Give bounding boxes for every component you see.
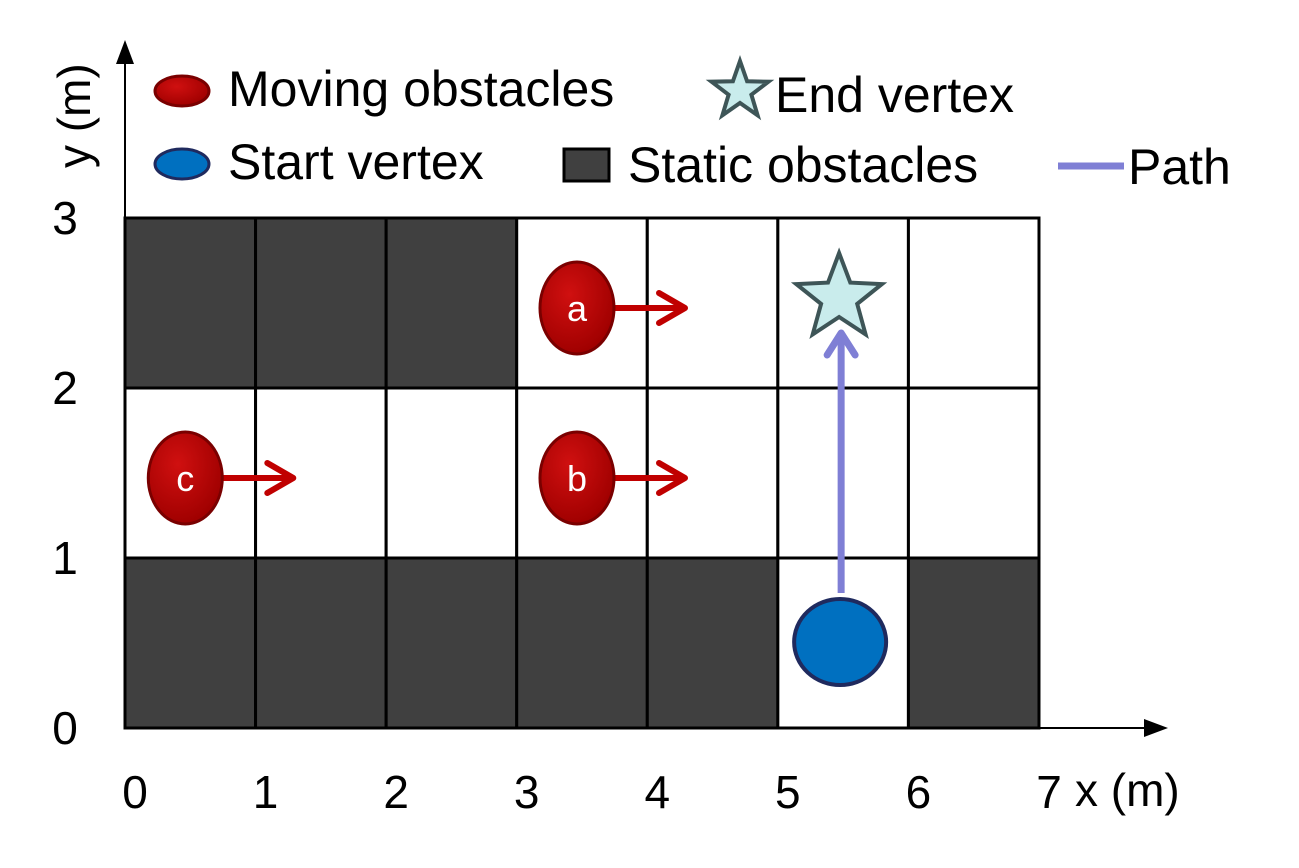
free-cell [906, 386, 1041, 560]
y-tick-label: 3 [52, 192, 78, 244]
moving-obstacle-label: a [567, 288, 588, 329]
static-obstacle-cell [254, 556, 388, 730]
path-arrowhead [823, 329, 859, 359]
moving-obstacle-label: b [567, 458, 587, 499]
motion-arrowhead [655, 290, 688, 326]
axes [116, 40, 1168, 737]
legend-start-label: Start vertex [228, 134, 484, 190]
static-obstacle-cell [384, 556, 519, 730]
x-tick-label: 6 [906, 766, 932, 818]
static-obstacle-cell [515, 556, 649, 730]
x-axis-label: x (m) [1075, 764, 1180, 816]
x-tick-label: 7 [1036, 766, 1062, 818]
moving-obstacle-a: a [538, 260, 688, 356]
end-vertex-star [790, 247, 888, 339]
legend: Moving obstacles End vertex Start vertex… [153, 54, 1231, 195]
x-tick-label: 1 [253, 766, 279, 818]
markers: a b c [146, 247, 889, 687]
y-tick-labels: 0 1 2 3 [52, 192, 78, 754]
legend-start-icon [153, 147, 211, 181]
static-obstacle-cell [906, 556, 1041, 730]
start-vertex [792, 597, 889, 687]
motion-arrowhead [264, 460, 297, 496]
legend-end-label: End vertex [775, 67, 1014, 123]
y-axis-arrowhead [116, 40, 134, 64]
path [823, 329, 859, 593]
moving-obstacle-c: c [146, 430, 297, 526]
free-cell [384, 386, 519, 560]
y-axis-label: y (m) [48, 63, 100, 168]
static-obstacle-cell [123, 216, 258, 390]
moving-obstacle-circle [538, 430, 616, 526]
legend-static-label: Static obstacles [628, 137, 978, 193]
free-cell [645, 386, 780, 560]
free-cell [254, 386, 388, 560]
x-tick-label: 0 [122, 766, 148, 818]
motion-arrowhead [655, 460, 688, 496]
y-tick-label: 1 [52, 532, 78, 584]
x-tick-label: 3 [514, 766, 540, 818]
legend-path-label: Path [1128, 139, 1231, 195]
moving-obstacle-circle [538, 260, 616, 356]
x-tick-label: 2 [383, 766, 409, 818]
static-obstacle-cell [384, 216, 519, 390]
static-obstacle-cell [645, 556, 780, 730]
moving-obstacle-label: c [176, 458, 194, 499]
x-tick-label: 4 [644, 766, 670, 818]
free-cell [645, 216, 780, 390]
moving-obstacle-b: b [538, 430, 688, 526]
static-obstacle-cell [254, 216, 388, 390]
static-obstacle-cell [123, 556, 258, 730]
moving-obstacle-circle [146, 430, 224, 526]
x-axis-arrowhead [1144, 719, 1168, 737]
legend-moving-label: Moving obstacles [228, 61, 614, 117]
y-tick-label: 0 [52, 702, 78, 754]
free-cell [906, 216, 1041, 390]
legend-static-icon [562, 147, 611, 183]
x-tick-label: 5 [775, 766, 801, 818]
legend-end-star-icon [705, 54, 775, 121]
y-tick-label: 2 [52, 362, 78, 414]
legend-moving-obstacle-icon [153, 74, 211, 108]
x-tick-labels: 0 1 2 3 4 5 6 7 [122, 766, 1062, 818]
